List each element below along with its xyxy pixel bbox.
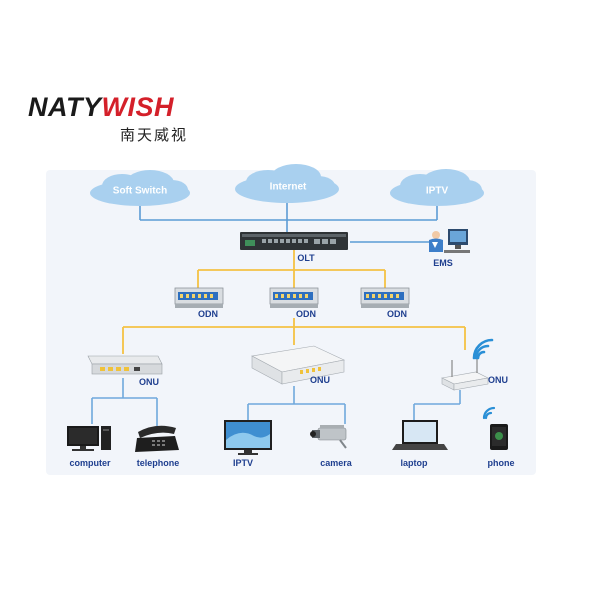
laptop-icon — [392, 420, 448, 450]
odn-label-3: ODN — [387, 309, 407, 319]
cloud-label-soft-switch: Soft Switch — [112, 185, 168, 197]
cloud-label-iptv: IPTV — [425, 185, 449, 197]
camera-icon — [310, 425, 347, 449]
onu-label-3: ONU — [488, 375, 508, 385]
cloud-label-internet: Internet — [269, 181, 307, 193]
network-diagram-panel — [46, 170, 536, 475]
cloud-internet — [235, 164, 339, 203]
cloud-soft-switch — [90, 170, 190, 206]
olt-rack-icon — [240, 232, 348, 250]
cloud-iptv — [390, 169, 484, 206]
odn-label-2: ODN — [296, 309, 316, 319]
onu-label-2: ONU — [310, 375, 330, 385]
brand-name-part1: NATY — [28, 92, 102, 122]
brand-name-part2: WISH — [101, 92, 174, 122]
brand-chinese-name: 南天威视 — [120, 126, 189, 144]
odn-links — [122, 250, 466, 354]
splitter-icon-2 — [269, 287, 319, 308]
onu-box-icon — [87, 355, 163, 375]
ems-label: EMS — [433, 258, 453, 268]
endpoint-label-iptv: IPTV — [232, 458, 254, 468]
wifi-onu-icon — [441, 356, 489, 391]
olt-label: OLT — [297, 253, 315, 263]
onu-label-1: ONU — [139, 377, 159, 387]
wifi-signal-icon-onu — [472, 338, 494, 360]
splitter-icon-3 — [360, 287, 410, 308]
core-links — [139, 201, 440, 243]
computer-icon — [67, 426, 111, 451]
client-links — [91, 378, 461, 426]
endpoint-label-camera: camera — [320, 458, 352, 468]
tv-icon — [224, 420, 272, 455]
endpoint-label-phone: phone — [487, 458, 515, 468]
odn-label-1: ODN — [198, 309, 218, 319]
endpoint-label-telephone: telephone — [136, 458, 180, 468]
endpoint-label-computer: computer — [69, 458, 111, 468]
brand-name: NATYWISH — [28, 90, 174, 124]
endpoint-label-laptop: laptop — [400, 458, 428, 468]
telephone-icon — [135, 425, 179, 452]
wifi-signal-icon-phone — [482, 406, 496, 420]
onu-router-icon — [251, 345, 345, 385]
splitter-icon-1 — [174, 287, 224, 308]
workstation-icon — [429, 229, 470, 253]
smartphone-icon — [490, 424, 508, 450]
brand-logo: NATYWISH 南天威视 — [28, 90, 218, 150]
